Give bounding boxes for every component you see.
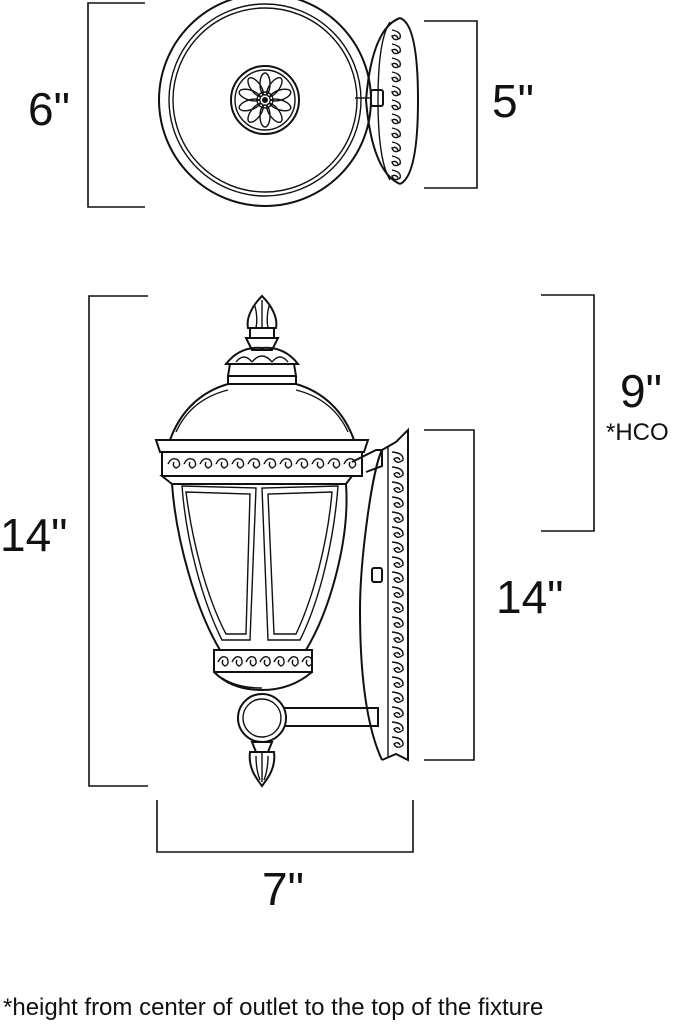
scroll-ornament xyxy=(391,127,402,139)
hco-dimension-label: 9" xyxy=(620,365,662,417)
dim-line-14-left xyxy=(88,295,148,787)
side-view-lantern-icon xyxy=(154,294,409,788)
scroll-ornament xyxy=(391,511,404,523)
scroll-ornament xyxy=(391,706,404,718)
band-ornament xyxy=(183,457,197,469)
depth-dimension-label: 6" xyxy=(28,83,70,135)
scroll-ornament xyxy=(391,526,404,538)
overall-height-label: 14" xyxy=(0,509,68,561)
scroll-ornament xyxy=(391,601,404,613)
band-ornament xyxy=(167,457,181,469)
dim-line-5 xyxy=(424,20,478,189)
band-ornament xyxy=(231,655,243,667)
band-ornament xyxy=(311,457,325,469)
rosette-petal xyxy=(266,102,283,124)
width-dimension-label: 7" xyxy=(262,863,304,915)
backplate-height-label: 14" xyxy=(496,571,564,623)
rosette-petal xyxy=(266,76,283,98)
scroll-ornament xyxy=(391,85,402,97)
band-ornament xyxy=(231,457,245,469)
band-ornament xyxy=(327,457,341,469)
scroll-ornament xyxy=(391,721,404,733)
scroll-ornament xyxy=(391,676,404,688)
scroll-ornament xyxy=(391,71,402,83)
scroll-ornament xyxy=(391,496,404,508)
scroll-ornament xyxy=(391,541,404,553)
scroll-ornament xyxy=(391,586,404,598)
band-ornament xyxy=(247,457,261,469)
scroll-ornament xyxy=(391,736,404,748)
scroll-ornament xyxy=(391,141,402,153)
band-ornament xyxy=(263,457,277,469)
scroll-ornament xyxy=(391,99,402,111)
scroll-ornament xyxy=(391,155,402,167)
band-ornament xyxy=(217,655,229,667)
dim-line-9 xyxy=(541,294,595,532)
band-ornament xyxy=(287,655,299,667)
scroll-ornament xyxy=(391,691,404,703)
rosette-icon xyxy=(230,65,300,135)
hco-note-label: *HCO xyxy=(606,419,669,446)
scroll-ornament xyxy=(391,113,402,125)
scroll-ornament xyxy=(391,29,402,41)
scroll-ornament xyxy=(391,616,404,628)
dim-line-7 xyxy=(156,800,414,853)
band-ornament xyxy=(215,457,229,469)
scroll-ornament xyxy=(391,556,404,568)
band-ornament xyxy=(259,655,271,667)
backplate-width-label: 5" xyxy=(492,75,534,127)
footnote: *height from center of outlet to the top… xyxy=(3,994,544,1021)
dim-line-6 xyxy=(87,2,145,208)
scroll-ornament xyxy=(391,169,402,181)
rosette-petal xyxy=(247,102,264,124)
scroll-ornament xyxy=(391,661,404,673)
band-ornament xyxy=(245,655,257,667)
band-ornament xyxy=(273,655,285,667)
band-ornament xyxy=(199,457,213,469)
scroll-ornament xyxy=(391,466,404,478)
scroll-ornament xyxy=(391,57,402,69)
band-ornament xyxy=(301,655,313,667)
scroll-ornament xyxy=(391,646,404,658)
scroll-ornament xyxy=(391,631,404,643)
top-view-lantern-icon xyxy=(158,0,420,207)
band-ornament xyxy=(295,457,309,469)
scroll-ornament xyxy=(391,451,404,463)
scroll-ornament xyxy=(391,43,402,55)
dim-line-14-right xyxy=(424,429,475,761)
band-ornament xyxy=(343,457,357,469)
scroll-ornament xyxy=(391,571,404,583)
band-ornament xyxy=(279,457,293,469)
rosette-petal xyxy=(247,76,264,98)
scroll-ornament xyxy=(391,481,404,493)
